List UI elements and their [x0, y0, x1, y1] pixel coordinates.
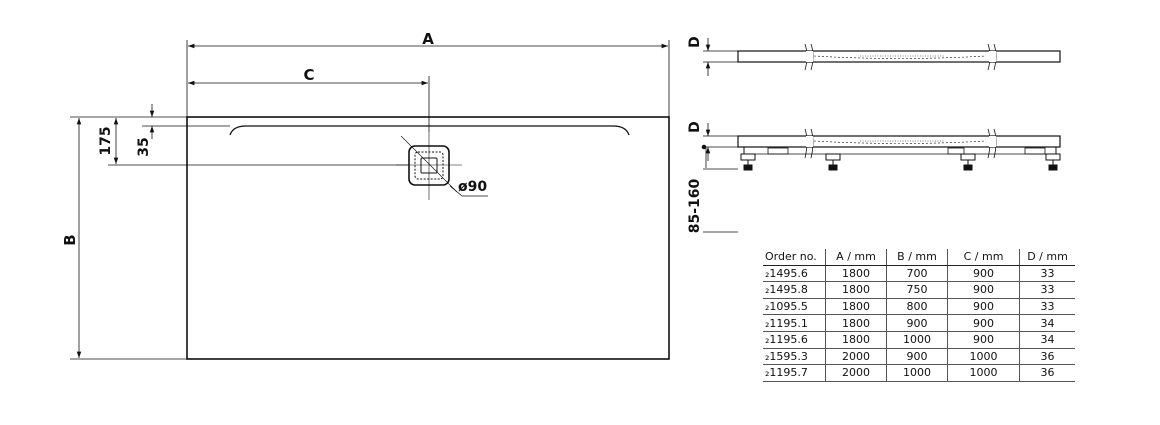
leg-height-label: 85-160 [687, 178, 703, 233]
column-header: C / mm [947, 249, 1020, 266]
table-cell: 2000 [825, 364, 887, 382]
table-cell: 1000 [886, 364, 948, 382]
dim-label-35: 35 [136, 137, 152, 156]
table-row: ₂1595.3 2000 900 1000 36 [763, 348, 1075, 366]
dim-label-d-top: D [687, 36, 703, 48]
order-number-cell: ₂1195.6 [763, 331, 826, 349]
table-cell: 1800 [825, 281, 887, 299]
tray-outline [186, 116, 670, 360]
table-cell: 1800 [825, 298, 887, 316]
column-header: Order no. [763, 249, 826, 266]
table-row: ₂1195.6 1800 1000 900 34 [763, 331, 1075, 349]
order-number-cell: ₂1195.1 [763, 314, 826, 332]
table-cell: 33 [1019, 298, 1075, 316]
table-cell: 1000 [947, 348, 1020, 366]
table-cell: 900 [947, 281, 1020, 299]
table-cell: 900 [947, 314, 1020, 332]
order-number-cell: ₂1495.8 [763, 281, 826, 299]
side-view-with-legs [701, 123, 1061, 233]
order-number-cell: ₂1195.7 [763, 364, 826, 382]
table-cell: 34 [1019, 314, 1075, 332]
table-cell: 1000 [886, 331, 948, 349]
table-cell: 1000 [947, 364, 1020, 382]
table-cell: 900 [886, 314, 948, 332]
drain-diameter-label: ø90 [458, 179, 487, 195]
table-row: ₂1095.5 1800 800 900 33 [763, 298, 1075, 316]
table-cell: 900 [947, 298, 1020, 316]
dim-label-d-bottom: D [687, 121, 703, 133]
table-cell: 900 [947, 265, 1020, 283]
table-cell: 33 [1019, 281, 1075, 299]
table-cell: 1800 [825, 265, 887, 283]
table-cell: 36 [1019, 364, 1075, 382]
table-cell: 1800 [825, 314, 887, 332]
side-view-flush [703, 38, 1061, 76]
dim-label-175: 175 [98, 126, 114, 155]
adjustable-leg [960, 153, 976, 171]
dim-label-a: A [422, 30, 434, 48]
table-row: ₂1495.6 1800 700 900 33 [763, 265, 1075, 283]
column-header: D / mm [1019, 249, 1075, 266]
table-cell: 2000 [825, 348, 887, 366]
adjustable-leg [825, 153, 841, 171]
table-cell: 700 [886, 265, 948, 283]
table-row: ₂1195.1 1800 900 900 34 [763, 314, 1075, 332]
tray-plan-view [186, 116, 670, 360]
adjustable-leg [1045, 153, 1061, 171]
table-cell: 750 [886, 281, 948, 299]
table-cell: 900 [947, 331, 1020, 349]
dimension-lines [70, 40, 670, 360]
table-row: ₂1195.7 2000 1000 1000 36 [763, 364, 1075, 382]
table-cell: 800 [886, 298, 948, 316]
table-cell: 1800 [825, 331, 887, 349]
drain [396, 132, 488, 200]
column-header: A / mm [825, 249, 887, 266]
dim-label-b: B [61, 234, 79, 245]
order-number-cell: ₂1595.3 [763, 348, 826, 366]
table-header-row: Order no. A / mm B / mm C / mm D / mm [763, 249, 1075, 266]
dim-label-c: C [303, 66, 314, 84]
table-cell: 34 [1019, 331, 1075, 349]
adjustable-leg [740, 153, 756, 171]
dimensions-table: Order no. A / mm B / mm C / mm D / mm ₂1… [763, 249, 1075, 382]
table-row: ₂1495.8 1800 750 900 33 [763, 281, 1075, 299]
table-cell: 33 [1019, 265, 1075, 283]
column-header: B / mm [886, 249, 948, 266]
table-cell: 36 [1019, 348, 1075, 366]
drain-channel-groove [229, 125, 630, 136]
order-number-cell: ₂1095.5 [763, 298, 826, 316]
order-number-cell: ₂1495.6 [763, 265, 826, 283]
table-cell: 900 [886, 348, 948, 366]
